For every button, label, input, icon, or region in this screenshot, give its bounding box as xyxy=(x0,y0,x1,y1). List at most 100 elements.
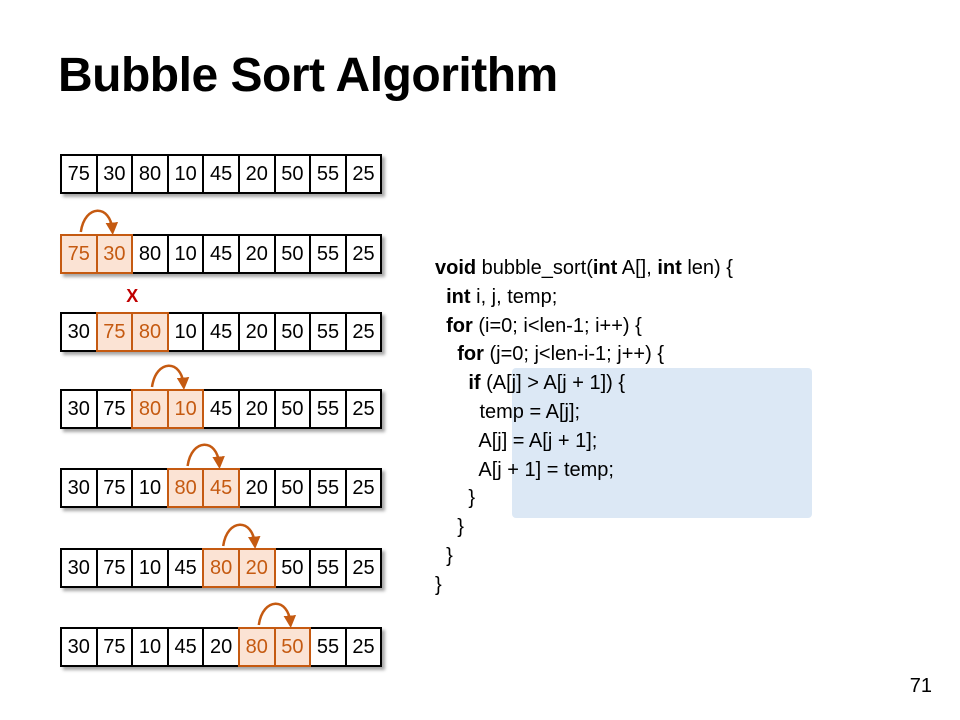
array-cell: 30 xyxy=(60,468,98,508)
code-line: } xyxy=(435,513,733,542)
array-cell: 55 xyxy=(309,627,347,667)
code-line: A[j] = A[j + 1]; xyxy=(435,427,733,456)
array-cell: 45 xyxy=(202,468,240,508)
code-text: bubble_sort( xyxy=(476,257,593,279)
code-text: (A[j] > A[j + 1]) { xyxy=(480,372,626,395)
code-keyword: void xyxy=(435,257,477,279)
array-cell: 80 xyxy=(131,312,169,352)
code-line: } xyxy=(435,542,733,571)
swap-arrow-icon xyxy=(79,209,119,235)
array-cell: 30 xyxy=(60,627,98,667)
code-text: i, j, temp; xyxy=(470,285,558,308)
array-cell: 10 xyxy=(131,627,169,667)
code-text: A[], xyxy=(617,257,658,279)
array-cell: 80 xyxy=(202,548,240,588)
code-text: A[j] = A[j + 1]; xyxy=(435,429,598,452)
array-cell: 80 xyxy=(131,234,169,274)
array-cell: 25 xyxy=(344,234,383,274)
code-line: temp = A[j]; xyxy=(435,398,733,427)
array-cell: 10 xyxy=(166,154,205,194)
array-cell: 10 xyxy=(131,468,169,508)
code-line: for (i=0; i<len-1; i++) { xyxy=(435,312,733,341)
array-cell: 10 xyxy=(166,312,205,352)
array-cell: 80 xyxy=(131,154,169,194)
slide-title: Bubble Sort Algorithm xyxy=(58,49,558,102)
array-cell: 45 xyxy=(166,548,205,588)
array-cell: 45 xyxy=(202,389,240,429)
array-cell: 50 xyxy=(273,234,312,274)
array-cell: 25 xyxy=(344,468,383,508)
code-text xyxy=(435,286,446,308)
array-cell: 30 xyxy=(95,234,134,274)
code-keyword: int xyxy=(446,285,471,308)
array-cell: 20 xyxy=(237,154,276,194)
code-text: (j=0; j<len-i-1; j++) { xyxy=(483,343,664,366)
page-number: 71 xyxy=(909,675,932,697)
code-keyword: int xyxy=(592,257,618,279)
array-cell: 10 xyxy=(131,548,169,588)
swap-arrow-icon xyxy=(257,602,297,628)
array-cell: 30 xyxy=(95,154,134,194)
code-text: len) { xyxy=(681,257,733,279)
code-text: } xyxy=(435,516,464,539)
code-highlight-box xyxy=(512,368,812,518)
array-cell: 50 xyxy=(273,548,312,588)
code-text: } xyxy=(435,487,476,510)
array-cell: 55 xyxy=(309,389,347,429)
array-cell: 25 xyxy=(344,312,383,352)
array-cell: 75 xyxy=(95,389,134,429)
array-cell: 75 xyxy=(60,234,98,274)
array-cell: 55 xyxy=(309,154,347,194)
array-cell: 20 xyxy=(237,389,276,429)
code-text: } xyxy=(435,573,442,596)
code-keyword: for xyxy=(446,314,473,337)
array-cell: 10 xyxy=(166,234,205,274)
array-cell: 45 xyxy=(202,154,240,194)
array-cell: 75 xyxy=(95,468,134,508)
array-cell: 50 xyxy=(273,312,312,352)
array-cell: 75 xyxy=(95,548,134,588)
code-line: int i, j, temp; xyxy=(435,283,733,312)
array-cell: 50 xyxy=(273,154,312,194)
array-cell: 80 xyxy=(166,468,205,508)
code-keyword: for xyxy=(457,343,484,366)
code-line: A[j + 1] = temp; xyxy=(435,456,733,485)
swap-arrow-icon xyxy=(186,443,225,469)
array-cell: 75 xyxy=(60,154,98,194)
code-line: } xyxy=(435,484,733,513)
array-cell: 25 xyxy=(344,548,383,588)
array-cell: 55 xyxy=(309,468,347,508)
code-text: (i=0; i<len-1; i++) { xyxy=(472,314,642,337)
array-cell: 50 xyxy=(273,468,312,508)
swap-arrow-icon xyxy=(150,364,190,390)
code-text: } xyxy=(435,544,453,567)
code-text xyxy=(435,343,457,365)
array-cell: 55 xyxy=(309,234,347,274)
code-line: } xyxy=(435,571,733,600)
array-cell: 30 xyxy=(60,548,98,588)
code-line: if (A[j] > A[j + 1]) { xyxy=(435,369,733,398)
array-cell: 20 xyxy=(237,468,276,508)
array-cell: 25 xyxy=(344,154,383,194)
array-cell: 20 xyxy=(202,627,240,667)
code-keyword: int xyxy=(657,257,682,279)
array-cell: 45 xyxy=(202,312,240,352)
array-cell: 55 xyxy=(309,312,347,352)
array-cell: 80 xyxy=(131,389,169,429)
array-cell: 20 xyxy=(237,312,276,352)
code-line: for (j=0; j<len-i-1; j++) { xyxy=(435,340,733,369)
array-cell: 75 xyxy=(95,627,134,667)
array-cell: 75 xyxy=(95,312,134,352)
code-keyword: if xyxy=(468,372,481,395)
array-cell: 50 xyxy=(273,389,312,429)
no-swap-mark: X xyxy=(126,286,138,306)
array-cell: 20 xyxy=(237,548,276,588)
array-cell: 45 xyxy=(202,234,240,274)
array-cell: 30 xyxy=(60,312,98,352)
